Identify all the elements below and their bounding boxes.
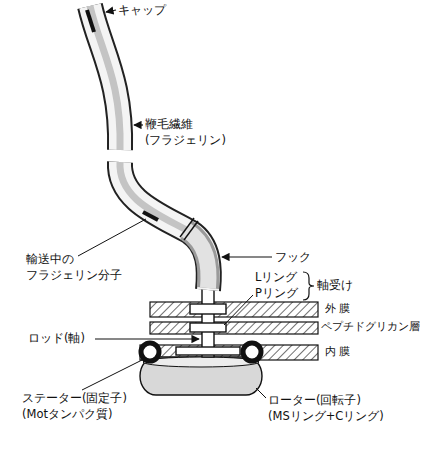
part-label: ローター(回転子) (MSリング+Cリング) — [268, 393, 392, 424]
part-label: ロッド(軸) — [28, 331, 94, 347]
part-label: 内 膜 — [325, 345, 385, 360]
part-label: 鞭毛繊維 (フラジェリン) — [145, 117, 233, 148]
part-label: 外 膜 — [325, 302, 385, 317]
part-label: フック — [275, 250, 335, 266]
part-label: キャップ — [118, 3, 188, 19]
part-label: ステーター(固定子) (Motタンパク質) — [22, 391, 138, 422]
part-label: ペプチドグリカン層 — [321, 320, 427, 335]
part-label: Lリング — [255, 270, 305, 286]
part-label: 輸送中の フラジェリン分子 — [26, 252, 118, 283]
part-label: 軸受け — [317, 278, 367, 294]
part-label: Pリング — [255, 286, 305, 302]
